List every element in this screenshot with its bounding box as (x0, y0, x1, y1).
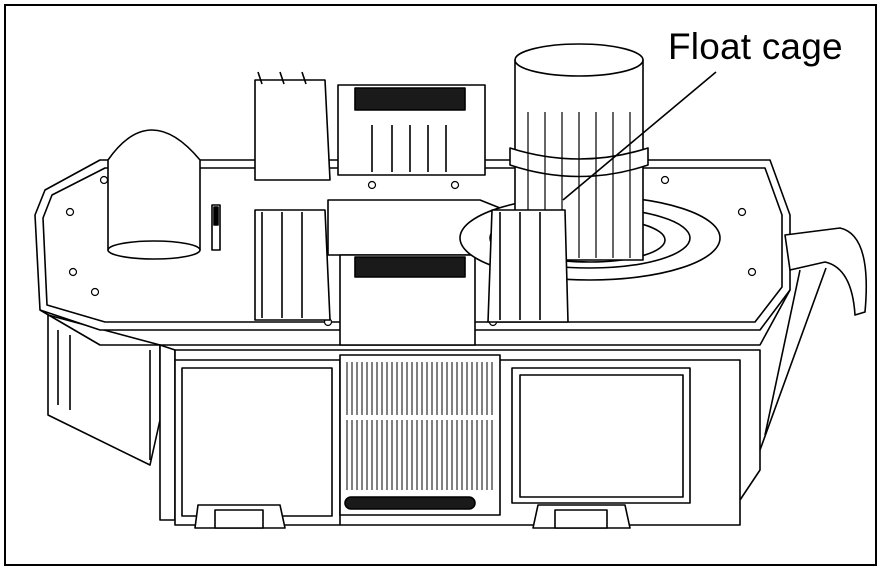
front-vent-panel (339, 354, 501, 516)
screw-hole (450, 180, 460, 190)
feet (194, 504, 631, 529)
screw-hole (99, 175, 109, 185)
center-hub (327, 199, 501, 346)
back-upright (254, 71, 331, 181)
back-vent-box (337, 84, 486, 176)
screw-hole (737, 207, 747, 217)
screw-hole (68, 267, 78, 277)
left-front-post (254, 209, 331, 321)
right-front-post (487, 209, 569, 323)
screw-hole (367, 180, 377, 190)
screw-hole (65, 207, 75, 217)
right-handle (759, 227, 868, 451)
screw-hole (747, 267, 757, 277)
screw-hole (90, 287, 100, 297)
float-cage-label: Float cage (668, 26, 843, 67)
dome (107, 129, 201, 260)
float-cage (509, 43, 649, 261)
latch (211, 204, 221, 251)
screw-hole (660, 175, 670, 185)
callout-leader-line (562, 71, 717, 201)
left-lower-housing (47, 314, 176, 521)
